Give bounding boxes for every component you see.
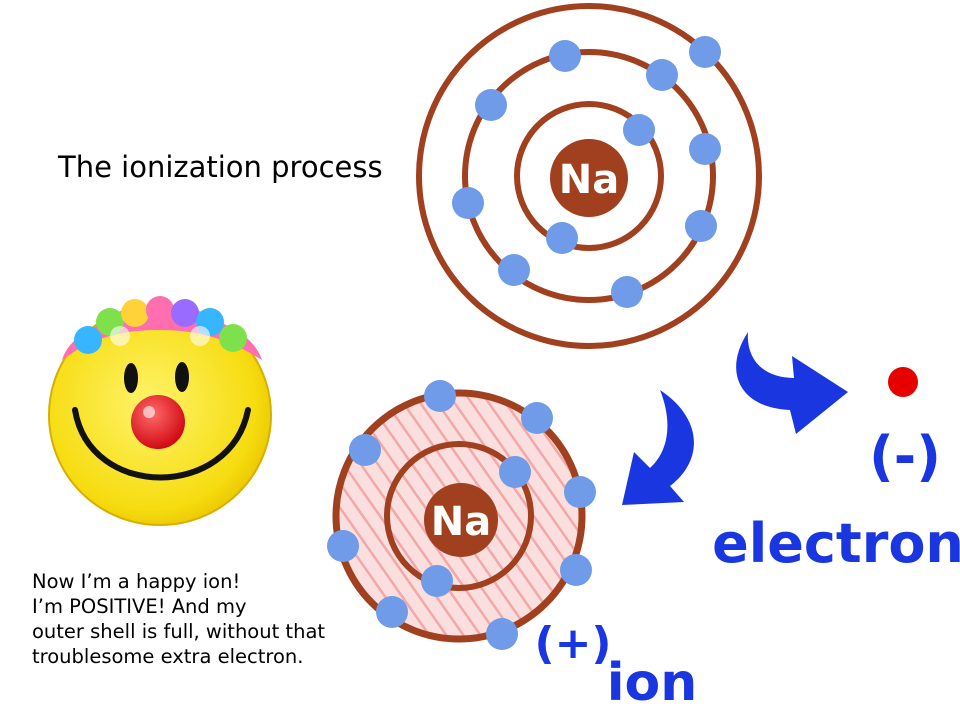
ion-electron (486, 618, 518, 650)
free-electron (888, 367, 918, 397)
ion-label: ion (607, 653, 698, 713)
ion-electron (424, 380, 456, 412)
atom-electron (475, 89, 507, 121)
caption-line: outer shell is full, without that (32, 620, 326, 643)
atom-shell-inner (514, 101, 664, 251)
sodium-atom: Na (416, 3, 762, 349)
atom-electron (498, 254, 530, 286)
caption-line: troublesome extra electron. (32, 645, 304, 668)
ion-electron (421, 565, 453, 597)
ion-shell-inner (384, 441, 534, 591)
smiley-right-eye (175, 362, 189, 392)
atom-nucleus (550, 139, 628, 217)
sodium-ion: Na (327, 380, 596, 650)
electron-label: electron (712, 512, 960, 575)
atom-electron (646, 59, 678, 91)
smiley-left-eye (124, 363, 138, 393)
ion-symbol: Na (431, 499, 491, 545)
atom-electron (623, 114, 655, 146)
atom-electron (549, 40, 581, 72)
ion-electron (564, 476, 596, 508)
ion-electron (560, 554, 592, 586)
caption-line: I’m POSITIVE! And my (32, 595, 247, 618)
ion-charge: (+) (534, 618, 611, 669)
atom-shell-outer (416, 3, 762, 349)
atom-electron (452, 187, 484, 219)
atom-electron (546, 222, 578, 254)
atom-electron (611, 276, 643, 308)
atom-shell-middle (462, 49, 716, 303)
smiley-clown-nose (131, 395, 185, 449)
ion-electron (376, 596, 408, 628)
ion-nucleus (424, 483, 498, 557)
ion-electron (499, 456, 531, 488)
ion-caption: Now I’m a happy ion! I’m POSITIVE! And m… (32, 569, 377, 669)
atom-electron (689, 133, 721, 165)
ion-electron (327, 530, 359, 562)
smiley-face (48, 296, 272, 526)
caption-line: Now I’m a happy ion! (32, 570, 241, 593)
ion-electron (521, 402, 553, 434)
atom-electron (689, 36, 721, 68)
curved-arrow-to-electron (736, 332, 848, 434)
ion-electrons (327, 380, 596, 650)
ion-electron (349, 434, 381, 466)
rainbow-hair (62, 296, 262, 360)
page-title: The ionization process (58, 150, 383, 184)
atom-symbol: Na (559, 157, 619, 203)
smiley-mouth (72, 407, 251, 481)
atom-electrons (452, 36, 721, 308)
atom-electron (685, 210, 717, 242)
curved-arrow-to-ion (622, 390, 694, 505)
electron-charge: (-) (869, 425, 941, 488)
